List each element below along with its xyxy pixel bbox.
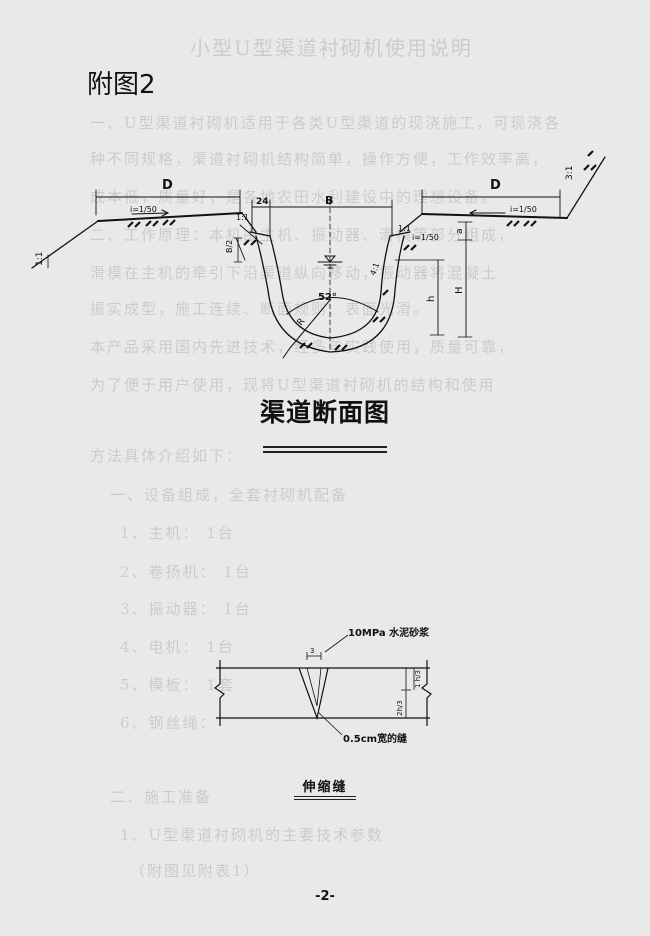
bleed-line: 1、U型渠道衬砌机的主要技术参数 — [120, 826, 385, 844]
title-underline-top — [263, 446, 387, 448]
soil-hatch — [162, 219, 176, 226]
soil-hatch — [587, 150, 594, 157]
lining-top-right — [389, 231, 411, 237]
bleed-line: 成本低，质量好，是各地农田水利建设中的理想设备。 — [90, 188, 499, 206]
bleed-line: 1、主机： 1台 — [120, 524, 235, 542]
label-d-left: D — [162, 178, 173, 193]
bleed-line: 2、卷扬机： 1台 — [120, 563, 252, 581]
soil-hatch — [334, 344, 348, 351]
bleed-line: （附图见附表1） — [130, 862, 261, 880]
label-slope-right: i=1/50 — [510, 205, 537, 214]
lining-top-left — [249, 231, 271, 237]
bleed-line: 二、工作原理：本机由主机、振动器、滑模等部分组成， — [90, 226, 516, 244]
seam-leader — [317, 711, 343, 736]
bleed-line: 5、模板： 1套 — [120, 676, 235, 694]
label-top-dim: 1 h/3 — [414, 670, 422, 688]
left-embankment-line — [31, 212, 257, 269]
bleed-line: 为了便于用户使用，现将U型渠道衬砌机的结构和使用 — [90, 376, 496, 394]
bleed-line: 3、振动器： 1台 — [120, 600, 252, 618]
expansion-joint-title: 伸缩缝 — [302, 780, 348, 795]
label-a: a — [455, 228, 465, 234]
subtitle-underline-bottom — [294, 799, 356, 800]
figure-label: 附图2 — [87, 70, 156, 100]
bleed-line: 4、电机： 1台 — [120, 638, 235, 656]
height-ticks — [394, 221, 473, 338]
soil-hatch — [382, 289, 389, 296]
channel-section-title: 渠道断面图 — [259, 398, 390, 427]
page-number: -2- — [315, 889, 335, 904]
slope-arrow-left — [131, 209, 170, 217]
slab-left-break — [213, 660, 225, 726]
slab-right-break — [420, 660, 432, 726]
soil-hatch — [127, 221, 141, 228]
dim-thickness-line — [401, 667, 411, 719]
bleed-line: 一、U型渠道衬砌机适用于各类U型渠道的现浇施工，可现浇各 — [90, 114, 562, 132]
slope-arrow-right — [468, 209, 506, 217]
v-seam-outer — [298, 667, 329, 721]
label-hh: H — [454, 286, 465, 294]
soil-hatch — [145, 220, 159, 227]
soil-hatch — [243, 239, 257, 246]
mortar-leader — [324, 634, 349, 653]
bleed-line: 6、钢丝绳： — [120, 714, 217, 732]
expansion-joint-drawing — [213, 634, 432, 736]
v-seam-inner — [306, 667, 322, 707]
label-d-right: D — [490, 178, 501, 193]
label-angle: 52° — [318, 292, 337, 303]
bottom-arc — [286, 297, 379, 315]
label-dim-3: 3 — [310, 647, 314, 655]
soil-hatch — [403, 244, 417, 251]
left-berm-underside — [97, 212, 243, 222]
label-radius: R — [296, 317, 308, 328]
bleed-line: 小型U型渠道衬砌机使用说明 — [190, 36, 473, 60]
label-thickness: 2h/3 — [396, 700, 404, 716]
channel-lining-outer — [255, 235, 405, 353]
label-24: 24 — [256, 197, 269, 207]
label-half-b: B/2 — [225, 240, 234, 253]
label-seam: 0.5cm宽的缝 — [343, 732, 407, 745]
soil-hatch — [372, 316, 386, 323]
soil-hatch — [523, 220, 537, 227]
label-side-slope-left: 1:1 — [35, 252, 45, 266]
label-mortar: 10MPa 水泥砂浆 — [348, 626, 430, 639]
bleed-line: 滑模在主机的牵引下沿渠道纵向移动，振动器将混凝土 — [90, 264, 499, 282]
label-h: h — [426, 296, 437, 302]
title-underline-bottom — [263, 451, 387, 453]
half-b-dim — [233, 237, 243, 263]
label-slope-small-left: 1:1 — [236, 213, 249, 222]
soil-hatch-marks — [127, 150, 597, 351]
bleed-line: 一、设备组成，全套衬砌机配备 — [110, 486, 349, 504]
left-coping-detail — [235, 224, 263, 261]
soil-hatch — [506, 220, 520, 227]
bleed-line: 二、施工准备 — [110, 788, 213, 806]
radius-extension — [282, 347, 291, 359]
label-slope-left: i=1/50 — [130, 205, 157, 214]
subtitle-underline-top — [294, 796, 356, 797]
bleed-line: 振实成型，施工连续、断面规则、表面光滑。 — [90, 300, 431, 318]
water-level-triangle — [323, 255, 337, 263]
soil-hatch — [583, 164, 597, 171]
dim-3-line — [306, 652, 322, 660]
label-side-slope-right: 3:1 — [565, 166, 575, 180]
right-berm-underside — [421, 213, 568, 219]
label-slope-41: 4:1 — [368, 262, 381, 277]
soil-hatch — [299, 342, 313, 349]
label-slope-small-right: 1:1 — [398, 224, 411, 233]
radius-line — [289, 299, 331, 349]
bleed-line: 种不同规格，渠道衬砌机结构简单，操作方便，工作效率高， — [90, 150, 550, 168]
bleed-line: 方法具体介绍如下： — [90, 447, 244, 465]
label-b: B — [325, 194, 333, 207]
ticks — [95, 189, 561, 237]
label-slope-right-150: i=1/50 — [412, 233, 439, 242]
